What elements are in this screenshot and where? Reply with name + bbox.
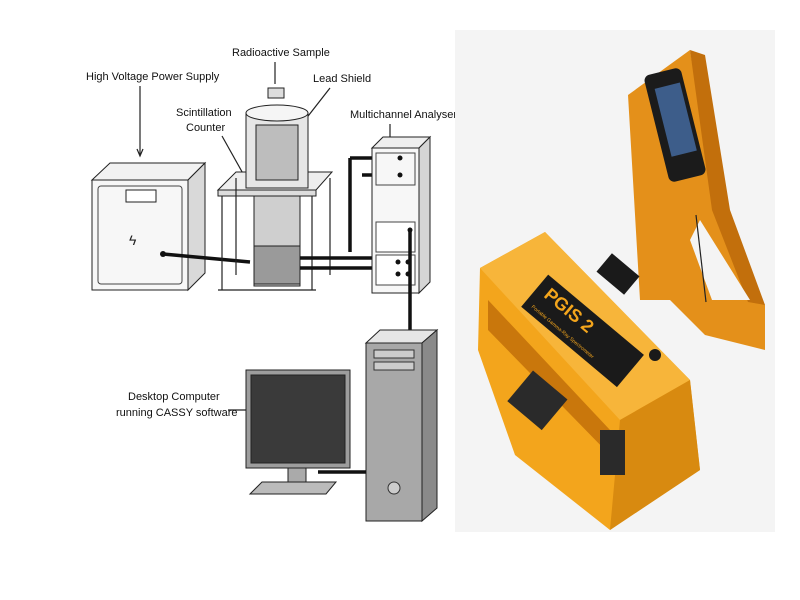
lightning-icon: ϟ bbox=[129, 232, 137, 248]
label-hv-power-supply: High Voltage Power Supply bbox=[86, 71, 220, 83]
desktop-tower bbox=[364, 328, 439, 523]
hv-power-supply: ϟ bbox=[90, 161, 207, 292]
pointer-hv bbox=[136, 86, 144, 158]
pointer-shield bbox=[304, 87, 331, 121]
label-cassy-software: running CASSY software bbox=[116, 407, 237, 419]
label-radioactive-sample: Radioactive Sample bbox=[232, 47, 330, 59]
label-multichannel-analyser: Multichannel Analyser bbox=[350, 109, 457, 121]
pgis2-case: PGIS 2 Portable Gamma-Ray Spectrometer bbox=[478, 232, 700, 530]
desktop-monitor bbox=[245, 369, 351, 495]
radioactive-sample bbox=[267, 87, 285, 99]
label-scintillation: Scintillation bbox=[176, 107, 232, 119]
handheld-detector bbox=[628, 50, 765, 350]
label-counter: Counter bbox=[186, 122, 225, 134]
label-lead-shield: Lead Shield bbox=[313, 73, 371, 85]
pgis2-photo: PGIS 2 Portable Gamma-Ray Spectrometer bbox=[455, 30, 775, 532]
multichannel-analyser bbox=[370, 135, 432, 295]
scintillation-counter-assembly bbox=[216, 87, 334, 291]
label-desktop-computer: Desktop Computer bbox=[128, 391, 220, 403]
logo-badge bbox=[596, 253, 640, 295]
schematic-diagram: Radioactive Sample Lead Shield High Volt… bbox=[86, 47, 457, 523]
signal-cables bbox=[300, 256, 376, 270]
